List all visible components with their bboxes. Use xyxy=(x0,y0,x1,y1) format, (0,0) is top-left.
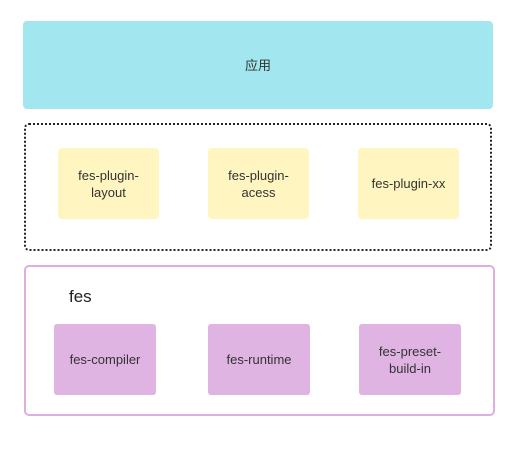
core-runtime-box: fes-runtime xyxy=(208,324,310,395)
plugin-layout-box: fes-plugin- layout xyxy=(58,148,159,219)
plugin-acess-box: fes-plugin- acess xyxy=(208,148,309,219)
core-layer-container xyxy=(24,265,495,416)
app-layer-label: 应用 xyxy=(244,57,271,73)
plugin-xx-label: fes-plugin-xx xyxy=(371,176,446,191)
core-layer-title: fes xyxy=(69,287,92,306)
plugin-layer-container xyxy=(24,123,492,251)
core-preset-label: fes-preset- build-in xyxy=(378,343,442,376)
core-compiler-box: fes-compiler xyxy=(54,324,156,395)
core-preset-box: fes-preset- build-in xyxy=(359,324,461,395)
plugin-xx-box: fes-plugin-xx xyxy=(358,148,459,219)
app-layer-box: 应用 xyxy=(23,21,493,109)
core-runtime-label: fes-runtime xyxy=(226,352,292,367)
plugin-layout-label: fes-plugin- layout xyxy=(78,167,139,200)
core-compiler-label: fes-compiler xyxy=(69,352,141,367)
plugin-acess-label: fes-plugin- acess xyxy=(228,167,289,200)
